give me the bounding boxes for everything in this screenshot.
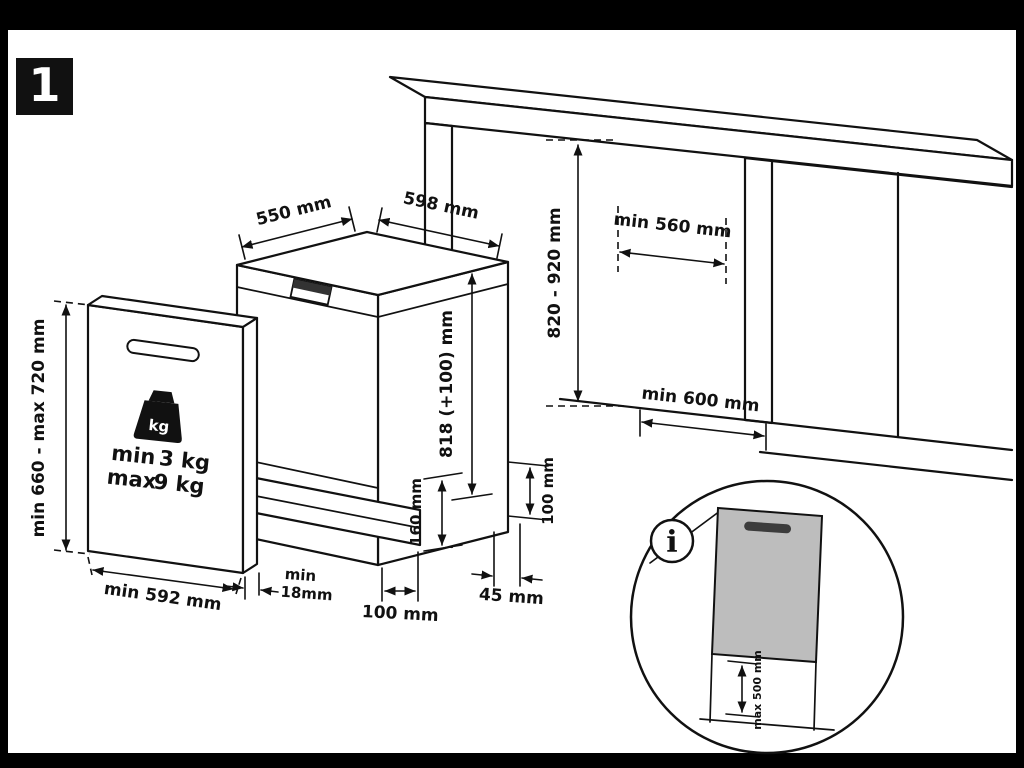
dim-label-door-thickness: min 18mm	[280, 565, 333, 605]
ext-line	[53, 300, 91, 306]
weight-max-label: max	[106, 465, 158, 494]
dim-label-niche-height: 820 - 920 mm	[545, 207, 565, 338]
weight-body	[133, 400, 182, 443]
step-badge: 1	[16, 58, 73, 115]
arrow-left	[471, 570, 493, 580]
callout-frame-left	[709, 653, 713, 723]
furniture-door-panel: kg min 3 kg max 9 kg	[86, 294, 259, 575]
dim-label-line2: 18mm	[280, 583, 333, 605]
ext-line	[235, 577, 242, 595]
weight-icon: kg	[133, 390, 182, 443]
dim-line	[619, 248, 725, 268]
dim-label-line1: min	[284, 565, 317, 585]
dim-label-kick-height: 160 mm	[407, 478, 425, 546]
dim-label-height: 818 (+100) mm	[437, 310, 457, 458]
door-latch	[289, 278, 333, 306]
door-side-edge	[241, 316, 259, 575]
dishwasher-body	[235, 230, 510, 567]
callout-handle-slot	[744, 521, 792, 534]
dim-door-thickness: min 18mm	[225, 565, 333, 605]
dim-kick-height: 160 mm	[407, 472, 463, 552]
dim-callout-max500: max 500 mm	[725, 650, 764, 730]
weight-min-value: 3 kg	[158, 446, 211, 475]
step-badge-box	[16, 58, 73, 115]
tick	[725, 713, 760, 718]
dim-label-max500: max 500 mm	[751, 650, 764, 730]
tick	[727, 660, 758, 665]
weight-min-label: min	[110, 441, 156, 469]
callout-door-handle	[744, 521, 792, 534]
door-bottom-edge	[236, 457, 379, 489]
latch-dark	[292, 279, 332, 296]
weight-kg-label: kg	[148, 416, 170, 436]
weight-max-value: 9 kg	[153, 469, 206, 498]
tick	[507, 515, 549, 521]
callout-frame-right	[813, 661, 817, 731]
dim-line	[641, 418, 765, 440]
ext-line	[87, 556, 93, 576]
weight-limits: min 3 kg max 9 kg	[106, 441, 211, 499]
kick-plate-line	[255, 495, 421, 529]
cabinet-right-panel	[743, 156, 774, 425]
control-strip-side	[377, 283, 509, 318]
control-strip-front	[236, 286, 379, 318]
dim-dishwasher-height: 818 (+100) mm	[437, 266, 493, 501]
dim-kick-depth: 100 mm	[361, 551, 439, 626]
weight-knob	[148, 390, 175, 404]
dim-label-niche-kick: 100 mm	[539, 457, 557, 525]
door-handle-slot	[126, 338, 200, 363]
tick	[423, 472, 463, 480]
dim-label-side-clearance: 45 mm	[478, 585, 544, 609]
dim-label-kick-depth: 100 mm	[361, 602, 439, 626]
dim-door-height: min 660 - max 720 mm	[29, 300, 91, 555]
tick	[423, 544, 463, 552]
floor-line-front	[758, 450, 1014, 482]
tick	[507, 461, 549, 467]
step-number: 1	[28, 58, 60, 112]
ext-line	[53, 549, 91, 555]
counter-underside-line	[770, 159, 1014, 189]
dim-line	[92, 566, 234, 593]
info-icon	[649, 518, 695, 564]
dim-label-door-height: min 660 - max 720 mm	[29, 319, 49, 538]
tick	[455, 266, 489, 276]
info-icon-glyph: i	[666, 525, 677, 560]
door-handle	[126, 338, 200, 363]
dim-niche-kick-height: 100 mm	[507, 457, 557, 525]
tick	[451, 493, 493, 501]
info-callout: max 500 mm i	[629, 479, 905, 755]
dim-line	[378, 217, 500, 249]
callout-frame-bottom	[699, 718, 835, 731]
dim-side-clearance: 45 mm	[471, 523, 544, 609]
dim-line	[241, 217, 353, 249]
floor-line-back	[558, 397, 1014, 452]
dim-niche-height: 820 - 920 mm	[545, 139, 624, 407]
arrow-left	[225, 582, 244, 592]
arrow-right	[260, 586, 279, 596]
arrow-right	[521, 574, 543, 584]
